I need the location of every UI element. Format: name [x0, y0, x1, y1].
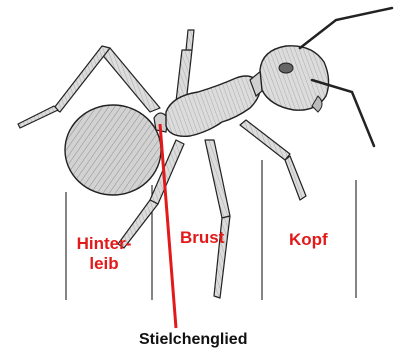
- label-hinterleib: Hinter- leib: [70, 234, 138, 274]
- label-brust: Brust: [180, 228, 224, 248]
- label-hinterleib-line2: leib: [70, 254, 138, 274]
- eye-shape: [279, 63, 293, 73]
- hind-leg-foot: [18, 106, 58, 128]
- antenna-upper: [300, 8, 392, 48]
- label-kopf: Kopf: [289, 230, 328, 250]
- hind-leg-lower: [54, 46, 110, 112]
- abdomen-shape: [65, 105, 161, 195]
- front-leg-right: [240, 120, 290, 160]
- label-hinterleib-line1: Hinter-: [70, 234, 138, 254]
- mid-leg-down: [205, 140, 230, 218]
- label-stielchenglied: Stielchenglied: [139, 330, 247, 350]
- hind-leg-upper: [100, 48, 160, 112]
- front-leg-right-lower: [285, 156, 306, 200]
- mid-leg-foot: [186, 30, 194, 50]
